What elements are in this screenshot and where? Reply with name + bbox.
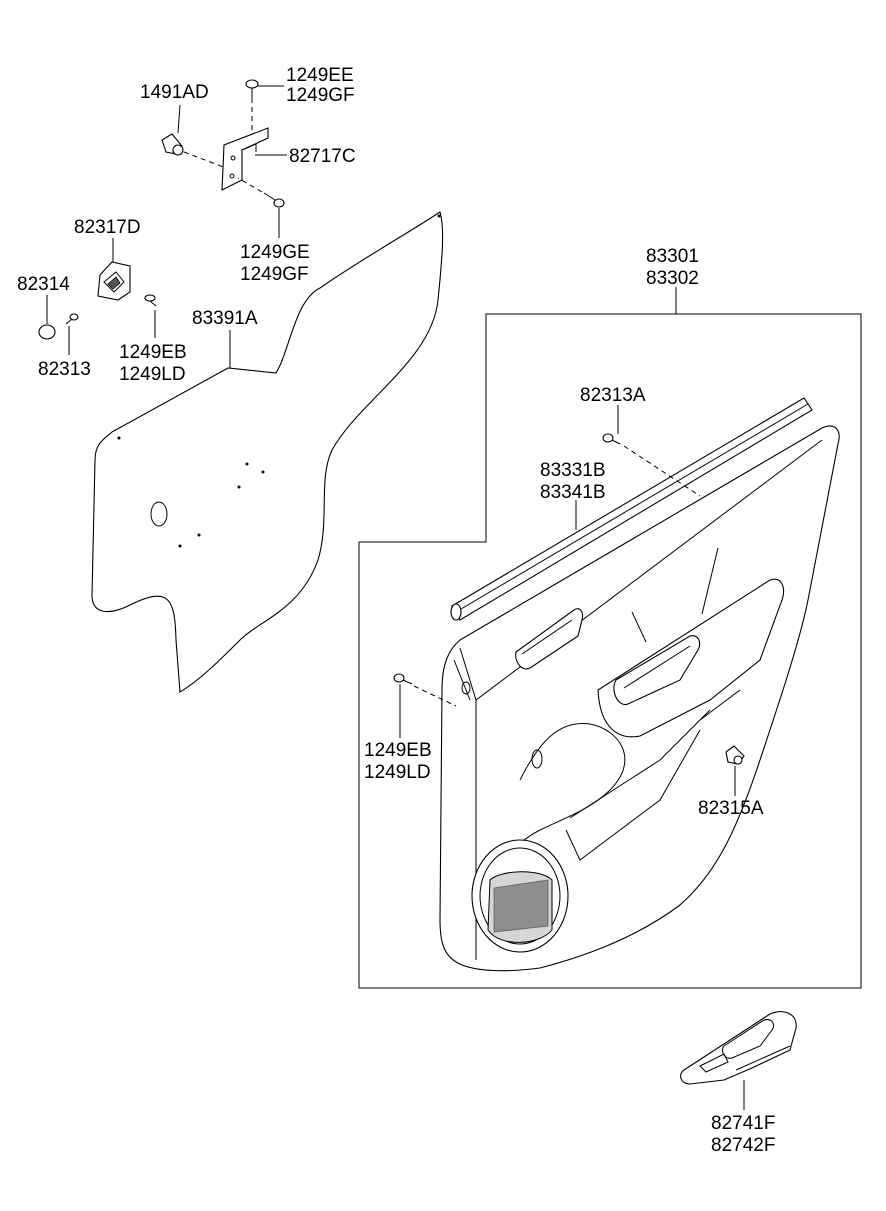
label-82742F: 82742F [711,1135,775,1156]
label-1249GF-top: 1249GF [286,85,355,106]
label-1249GF-mid: 1249GF [240,264,309,285]
label-82314: 82314 [17,274,70,295]
label-82315A: 82315A [698,798,764,819]
screw-82313A [602,433,621,445]
label-1249LD-left: 1249LD [119,364,186,385]
label-82313: 82313 [38,359,91,380]
label-82717C: 82717C [289,146,356,167]
clip-1491AD [161,133,184,156]
label-83301: 83301 [646,246,699,267]
bracket-82717C [221,127,269,191]
switch-bezel-82741F [680,1011,797,1085]
screw-1249EB-left [144,294,157,307]
screw-1249EB-right [393,673,413,685]
label-1249LD-right: 1249LD [364,762,431,783]
label-83331B: 83331B [540,460,606,481]
sealing-sheet-83391A [91,211,444,693]
clip-82315A [725,745,745,765]
weatherstrip-83331B [450,397,813,621]
screw-1249GE [263,192,285,208]
panel-assembly-frame [358,313,862,989]
label-1249EB-right: 1249EB [364,740,432,761]
label-1249EB-left: 1249EB [119,342,187,363]
screw-1249EE [245,79,259,98]
clip-82317D [97,261,131,301]
screw-82313 [65,313,79,325]
label-1249EE: 1249EE [286,65,354,86]
cap-82314 [38,324,56,340]
label-1491AD: 1491AD [140,82,209,103]
label-82313A: 82313A [580,385,646,406]
label-83341B: 83341B [540,482,606,503]
label-1249GE: 1249GE [240,242,310,263]
label-82741F: 82741F [711,1113,775,1134]
label-83391A: 83391A [192,308,258,329]
door-trim-panel [439,425,840,972]
label-83302: 83302 [646,268,699,289]
label-82317D: 82317D [74,217,141,238]
